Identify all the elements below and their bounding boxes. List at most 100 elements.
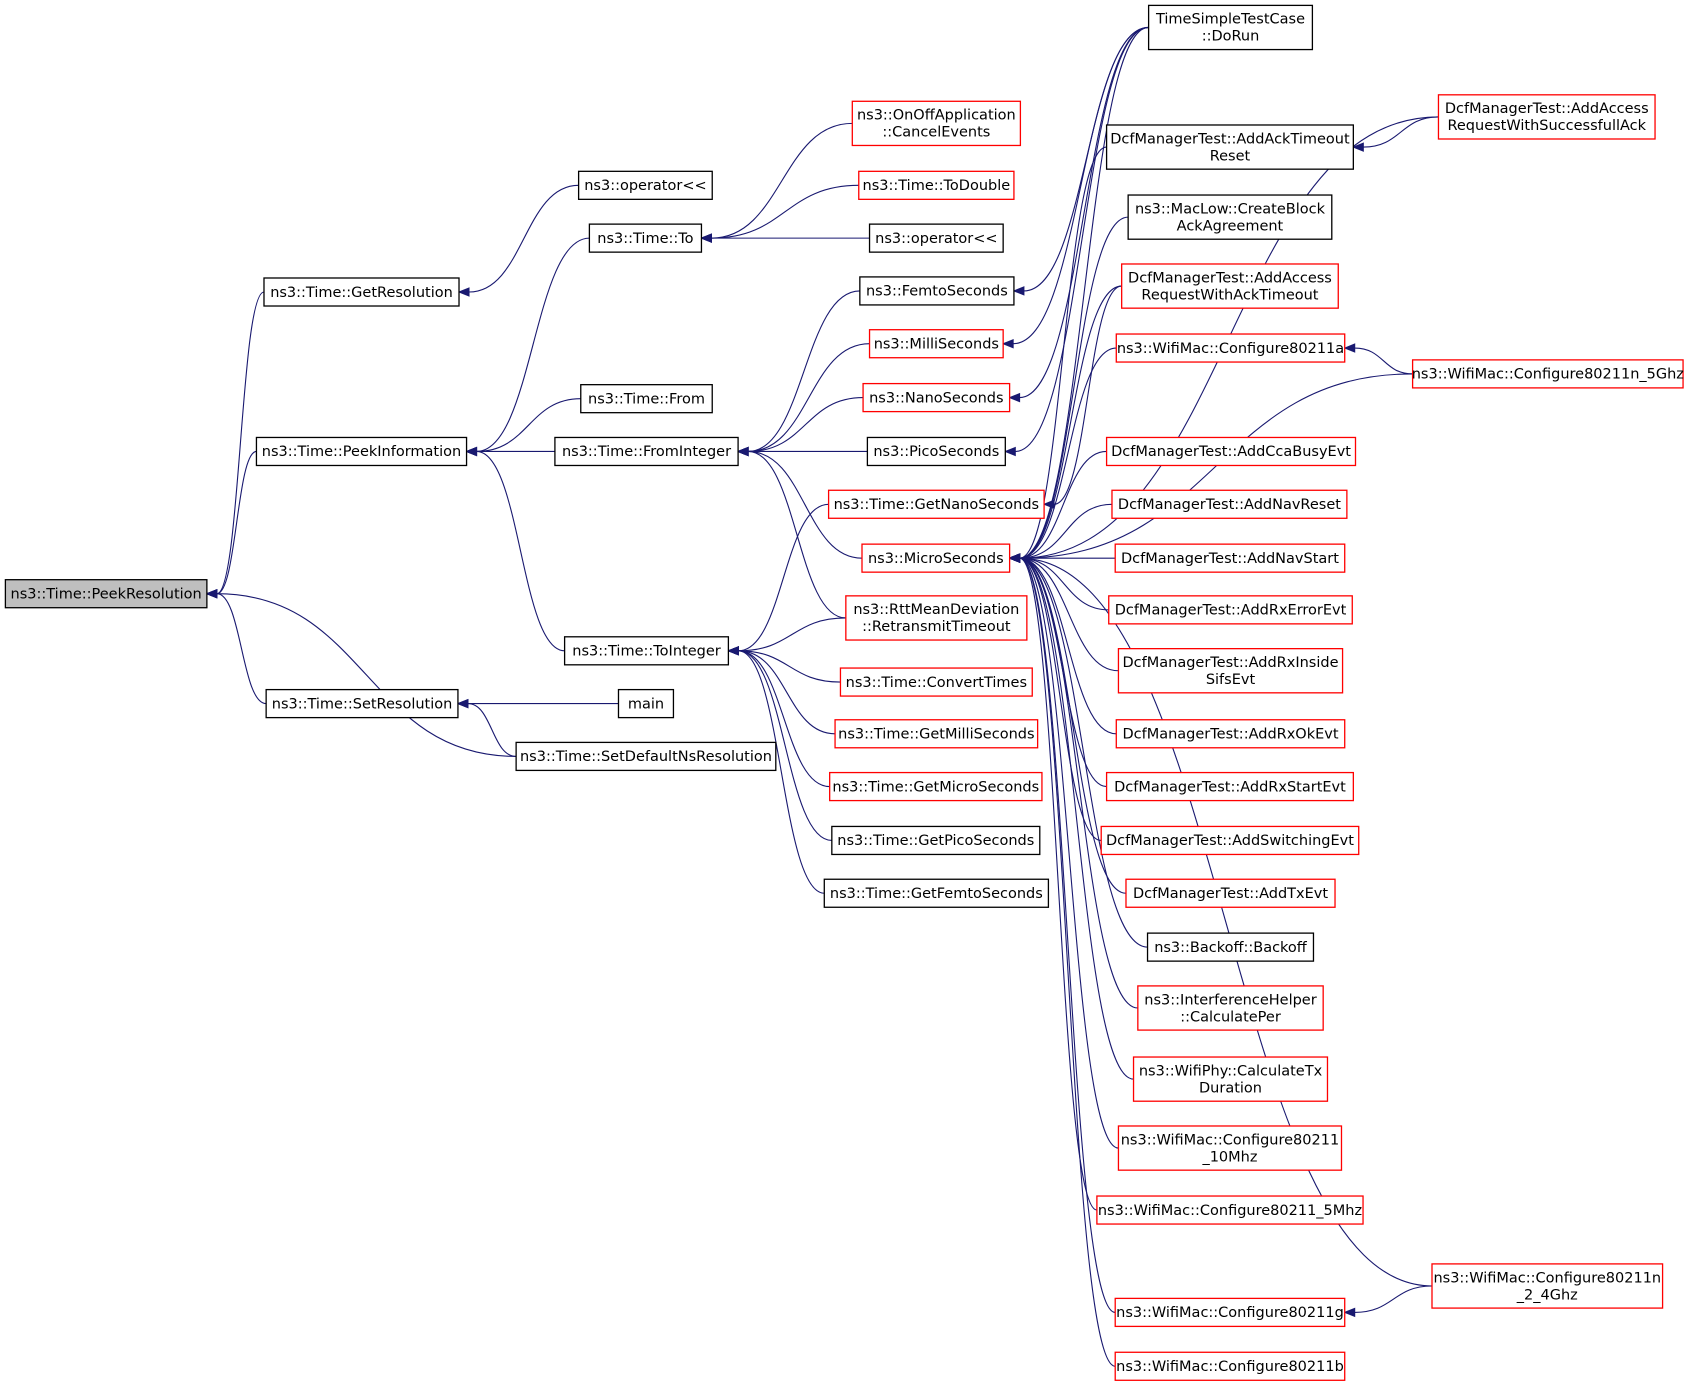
node-micro[interactable]: ns3::MicroSeconds — [861, 543, 1011, 573]
node-rxok[interactable]: DcfManagerTest::AddRxOkEvt — [1115, 719, 1346, 749]
node-box-getmicro[interactable] — [829, 771, 1043, 802]
node-cfg5[interactable]: ns3::WifiMac::Configure80211_5Mhz — [1096, 1195, 1364, 1225]
node-rxstart[interactable]: DcfManagerTest::AddRxStartEvt — [1105, 771, 1354, 802]
node-convert[interactable]: ns3::Time::ConvertTimes — [839, 667, 1033, 697]
node-peekres[interactable]: ns3::Time::PeekResolution — [4, 579, 208, 609]
node-box-peekinfo[interactable] — [255, 436, 468, 467]
node-box-fromint[interactable] — [554, 436, 739, 467]
node-rtt[interactable]: ns3::RttMeanDeviation::RetransmitTimeout — [845, 595, 1028, 641]
node-cfg10[interactable]: ns3::WifiMac::Configure80211_10Mhz — [1117, 1125, 1343, 1171]
node-box-onoff[interactable] — [851, 100, 1022, 147]
node-box-ccabusy[interactable] — [1105, 436, 1357, 467]
node-femto[interactable]: ns3::FemtoSeconds — [859, 276, 1015, 306]
node-todouble[interactable]: ns3::Time::ToDouble — [858, 170, 1015, 200]
node-box-setres[interactable] — [265, 688, 459, 719]
node-cfg11a[interactable]: ns3::WifiMac::Configure80211a — [1115, 333, 1346, 363]
node-box-micro[interactable] — [861, 543, 1011, 573]
node-box-todouble[interactable] — [858, 170, 1015, 200]
node-box-milli[interactable] — [868, 329, 1004, 359]
node-box-opll2[interactable] — [868, 223, 1004, 253]
node-timefrom[interactable]: ns3::Time::From — [580, 384, 713, 414]
node-accesssucc[interactable]: DcfManagerTest::AddAccessRequestWithSucc… — [1437, 94, 1656, 140]
node-box-switching[interactable] — [1100, 825, 1360, 856]
node-box-interf[interactable] — [1137, 985, 1324, 1031]
node-box-backoff[interactable] — [1146, 932, 1315, 962]
node-box-getnano[interactable] — [827, 489, 1045, 519]
node-getres[interactable]: ns3::Time::GetResolution — [263, 277, 460, 307]
node-setdef[interactable]: ns3::Time::SetDefaultNsResolution — [515, 741, 777, 772]
node-txevt[interactable]: DcfManagerTest::AddTxEvt — [1125, 878, 1336, 908]
node-getfemto[interactable]: ns3::Time::GetFemtoSeconds — [823, 878, 1050, 908]
node-cfg11n5[interactable]: ns3::WifiMac::Configure80211n_5Ghz — [1411, 359, 1684, 389]
node-setres[interactable]: ns3::Time::SetResolution — [265, 688, 459, 719]
node-opll1[interactable]: ns3::operator<< — [577, 170, 713, 200]
node-getpico[interactable]: ns3::Time::GetPicoSeconds — [831, 825, 1041, 856]
node-cfg11g[interactable]: ns3::WifiMac::Configure80211g — [1114, 1297, 1346, 1328]
node-toint[interactable]: ns3::Time::ToInteger — [563, 636, 730, 666]
node-box-convert[interactable] — [839, 667, 1033, 697]
node-rxerr[interactable]: DcfManagerTest::AddRxErrorEvt — [1108, 595, 1353, 625]
node-timeto[interactable]: ns3::Time::To — [588, 223, 703, 253]
node-box-getfemto[interactable] — [823, 878, 1050, 908]
node-getmicro[interactable]: ns3::Time::GetMicroSeconds — [829, 771, 1043, 802]
node-box-navreset[interactable] — [1111, 489, 1348, 519]
node-getnano[interactable]: ns3::Time::GetNanoSeconds — [827, 489, 1045, 519]
node-box-opll1[interactable] — [577, 170, 713, 200]
node-opll2[interactable]: ns3::operator<< — [868, 223, 1004, 253]
node-interf[interactable]: ns3::InterferenceHelper::CalculatePer — [1137, 985, 1324, 1031]
node-box-pico[interactable] — [866, 436, 1006, 467]
node-milli[interactable]: ns3::MilliSeconds — [868, 329, 1004, 359]
node-nano[interactable]: ns3::NanoSeconds — [862, 382, 1011, 413]
node-box-toint[interactable] — [563, 636, 730, 666]
node-box-cfg11a[interactable] — [1115, 333, 1346, 363]
node-box-maclow[interactable] — [1127, 194, 1333, 240]
node-box-getpico[interactable] — [831, 825, 1041, 856]
node-box-cfg11n24[interactable] — [1431, 1263, 1664, 1309]
node-box-rtt[interactable] — [845, 595, 1028, 641]
node-box-cfg5[interactable] — [1096, 1195, 1364, 1225]
node-pico[interactable]: ns3::PicoSeconds — [866, 436, 1006, 467]
node-box-rxerr[interactable] — [1108, 595, 1353, 625]
node-box-rxstart[interactable] — [1105, 771, 1354, 802]
node-box-accessack[interactable] — [1121, 263, 1339, 309]
node-box-cfg11n5[interactable] — [1411, 359, 1684, 389]
node-ccabusy[interactable]: DcfManagerTest::AddCcaBusyEvt — [1105, 436, 1357, 467]
node-box-accesssucc[interactable] — [1437, 94, 1656, 140]
node-box-navstart[interactable] — [1114, 543, 1346, 573]
node-box-cfg11b[interactable] — [1114, 1351, 1346, 1381]
node-mainf[interactable]: main — [617, 688, 675, 719]
node-navreset[interactable]: DcfManagerTest::AddNavReset — [1111, 489, 1348, 519]
node-fromint[interactable]: ns3::Time::FromInteger — [554, 436, 739, 467]
node-box-rxok[interactable] — [1115, 719, 1346, 749]
node-navstart[interactable]: DcfManagerTest::AddNavStart — [1114, 543, 1346, 573]
node-box-simple[interactable] — [1147, 4, 1314, 51]
node-box-rxinside[interactable] — [1117, 648, 1344, 694]
node-box-peekres[interactable] — [4, 579, 208, 609]
node-box-setdef[interactable] — [515, 741, 777, 772]
node-getmilli[interactable]: ns3::Time::GetMilliSeconds — [834, 719, 1039, 749]
node-simple[interactable]: TimeSimpleTestCase::DoRun — [1147, 4, 1314, 51]
node-backoff[interactable]: ns3::Backoff::Backoff — [1146, 932, 1315, 962]
node-box-timefrom[interactable] — [580, 384, 713, 414]
node-box-cfg11g[interactable] — [1114, 1297, 1346, 1328]
node-box-txevt[interactable] — [1125, 878, 1336, 908]
node-cfg11n24[interactable]: ns3::WifiMac::Configure80211n_2_4Ghz — [1431, 1263, 1664, 1309]
node-accessack[interactable]: DcfManagerTest::AddAccessRequestWithAckT… — [1121, 263, 1339, 309]
node-switching[interactable]: DcfManagerTest::AddSwitchingEvt — [1100, 825, 1360, 856]
node-box-femto[interactable] — [859, 276, 1015, 306]
node-box-getres[interactable] — [263, 277, 460, 307]
node-cfg11b[interactable]: ns3::WifiMac::Configure80211b — [1114, 1351, 1346, 1381]
node-box-getmilli[interactable] — [834, 719, 1039, 749]
node-box-ackto[interactable] — [1105, 124, 1354, 170]
node-box-nano[interactable] — [862, 382, 1011, 413]
node-box-mainf[interactable] — [617, 688, 675, 719]
node-onoff[interactable]: ns3::OnOffApplication::CancelEvents — [851, 100, 1022, 147]
node-box-calctx[interactable] — [1132, 1056, 1329, 1102]
node-box-timeto[interactable] — [588, 223, 703, 253]
node-box-cfg10[interactable] — [1117, 1125, 1343, 1171]
node-peekinfo[interactable]: ns3::Time::PeekInformation — [255, 436, 468, 467]
